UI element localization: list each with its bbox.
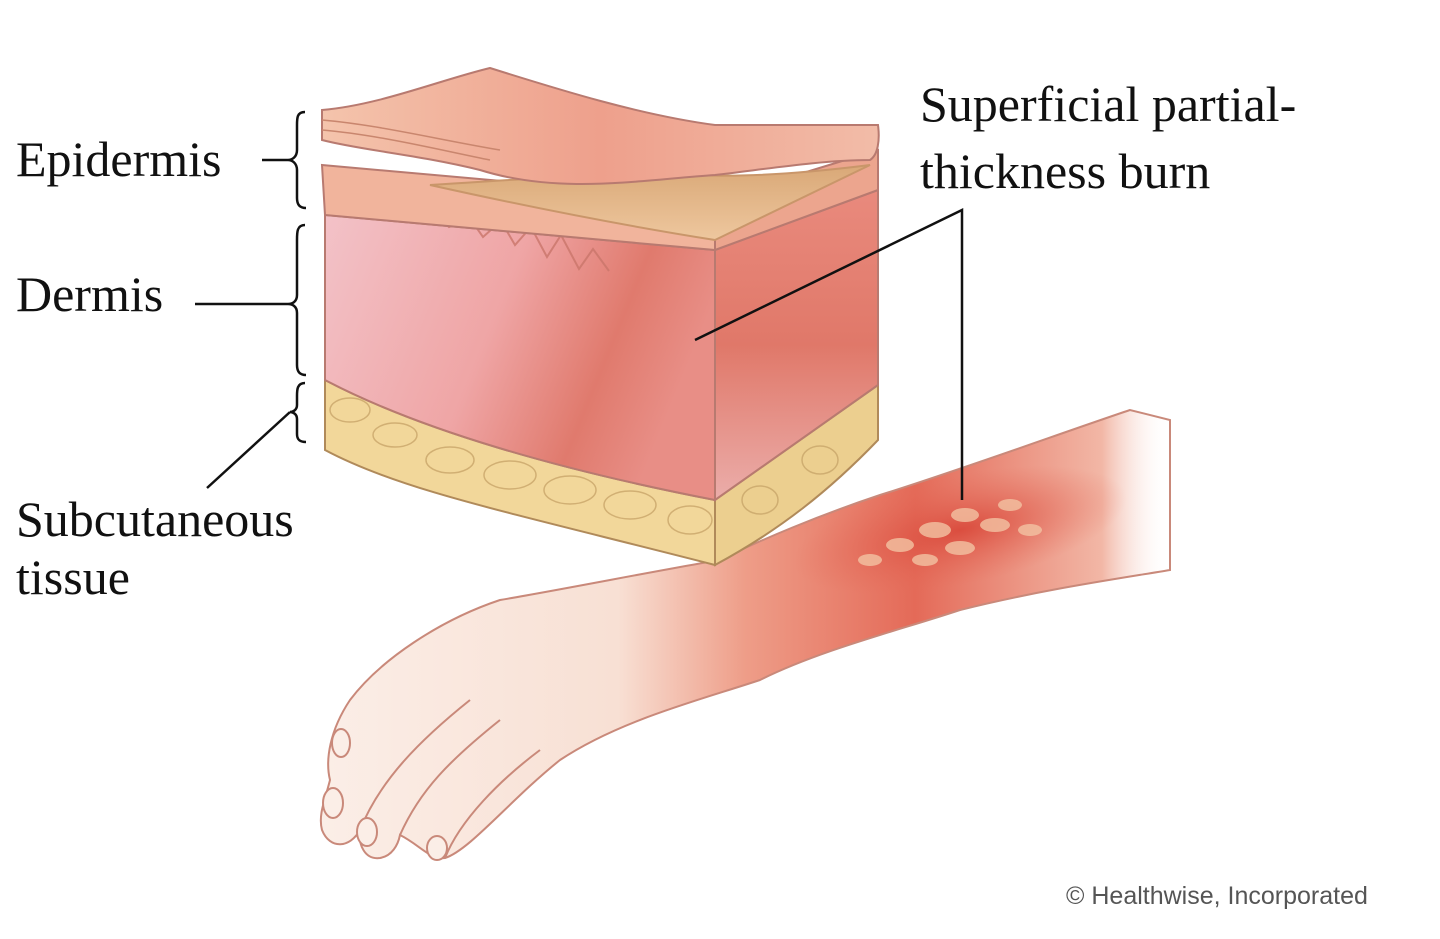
label-burn-line1: Superficial partial- bbox=[920, 76, 1297, 132]
arm-hand bbox=[319, 408, 1171, 861]
skin-block bbox=[320, 66, 880, 567]
label-burn-line2: thickness burn bbox=[920, 143, 1211, 199]
label-subcutaneous-line1: Subcutaneous bbox=[16, 491, 294, 547]
label-subcutaneous-line2: tissue bbox=[16, 549, 130, 605]
label-epidermis: Epidermis bbox=[16, 131, 222, 187]
leader-lines bbox=[195, 110, 964, 500]
copyright-notice: © Healthwise, Incorporated bbox=[1066, 882, 1368, 910]
label-dermis: Dermis bbox=[16, 266, 164, 322]
